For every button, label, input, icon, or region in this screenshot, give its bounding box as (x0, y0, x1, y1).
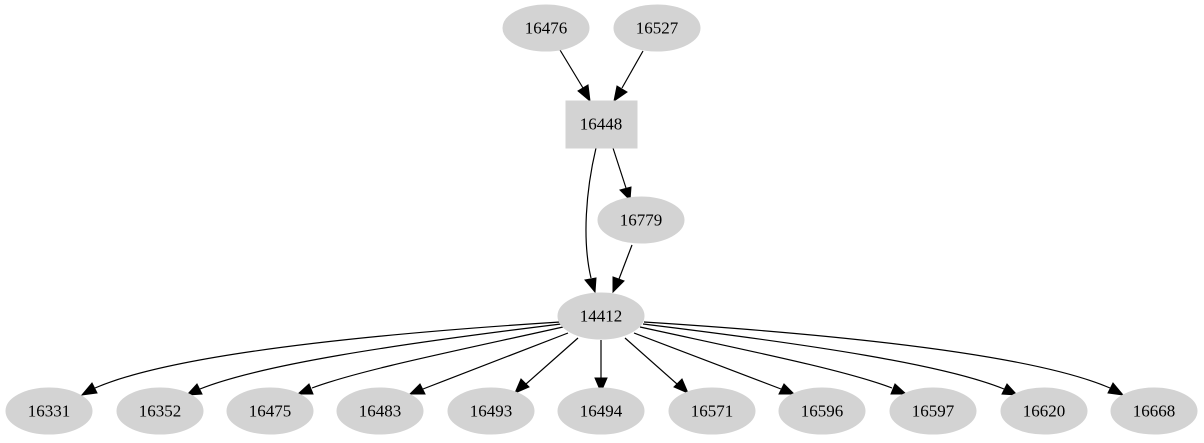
arrowhead-icon (673, 378, 689, 394)
edge-14412-16668 (643, 321, 1125, 396)
edge-line (612, 147, 627, 189)
edge-14412-16494 (594, 340, 608, 394)
edge-16448-14412 (584, 147, 597, 294)
edge-line (633, 332, 782, 390)
node-ellipse (336, 387, 424, 435)
node-label: 16620 (1023, 402, 1066, 421)
edge-line (643, 321, 1111, 389)
node-label: 16527 (636, 19, 679, 38)
arrowhead-icon (619, 186, 632, 202)
node-ellipse (1110, 387, 1198, 435)
node-ellipse (5, 387, 93, 435)
edge-line (621, 50, 644, 89)
node-ellipse (447, 387, 535, 435)
edge-line (642, 323, 1005, 390)
node-16475[interactable]: 16475 (226, 387, 314, 435)
node-label: 16476 (525, 19, 568, 38)
edge-14412-16483 (408, 332, 569, 395)
node-16352[interactable]: 16352 (116, 387, 204, 435)
arrowhead-icon (613, 85, 628, 103)
node-label: 14412 (580, 307, 623, 326)
node-16527[interactable]: 16527 (613, 4, 701, 52)
node-ellipse (116, 387, 204, 435)
arrowhead-icon (890, 383, 908, 395)
edge-14412-16352 (185, 323, 562, 396)
arrowhead-icon (185, 383, 203, 396)
arrowhead-icon (514, 378, 530, 394)
edge-16779-14412 (612, 244, 633, 294)
edge-14412-16571 (624, 337, 689, 394)
node-label: 16596 (801, 402, 844, 421)
node-ellipse (597, 196, 685, 244)
node-16668[interactable]: 16668 (1110, 387, 1198, 435)
node-label: 16493 (470, 402, 513, 421)
edge-16448-16779 (612, 147, 632, 202)
edges (80, 49, 1125, 396)
edge-line (559, 49, 584, 89)
edge-line (618, 244, 633, 280)
node-box (565, 100, 638, 149)
edge-16527-16448 (613, 50, 644, 103)
node-label: 16475 (249, 402, 292, 421)
edge-line (422, 332, 569, 390)
node-16596[interactable]: 16596 (778, 387, 866, 435)
node-16571[interactable]: 16571 (668, 387, 756, 435)
edge-line (311, 326, 564, 389)
edge-line (624, 337, 678, 385)
edge-line (525, 337, 579, 385)
edge-14412-16596 (633, 332, 796, 395)
node-ellipse (778, 387, 866, 435)
edge-line (639, 326, 893, 389)
arrowhead-icon (584, 277, 597, 294)
node-label: 16571 (691, 402, 734, 421)
node-label: 16331 (28, 402, 71, 421)
edge-14412-16597 (639, 326, 908, 395)
edge-14412-16620 (642, 323, 1019, 396)
edge-line (585, 147, 597, 279)
node-ellipse (502, 4, 590, 52)
node-label: 16494 (580, 402, 623, 421)
edge-14412-16331 (80, 321, 561, 396)
node-ellipse (668, 387, 756, 435)
node-16597[interactable]: 16597 (889, 387, 977, 435)
arrowhead-icon (1107, 382, 1125, 396)
node-ellipse (1000, 387, 1088, 435)
node-ellipse (889, 387, 977, 435)
node-16483[interactable]: 16483 (336, 387, 424, 435)
node-14412[interactable]: 14412 (557, 292, 645, 340)
arrowhead-icon (80, 382, 98, 396)
arrowhead-icon (296, 383, 314, 395)
edge-14412-16493 (514, 337, 579, 394)
edge-16476-16448 (559, 49, 591, 103)
arrowhead-icon (577, 84, 591, 103)
node-ellipse (613, 4, 701, 52)
edge-14412-16475 (296, 326, 564, 395)
node-16493[interactable]: 16493 (447, 387, 535, 435)
node-16448[interactable]: 16448 (565, 100, 638, 149)
arrowhead-icon (778, 383, 796, 395)
node-label: 16779 (620, 211, 663, 230)
node-ellipse (557, 292, 645, 340)
edge-line (199, 323, 562, 390)
node-16620[interactable]: 16620 (1000, 387, 1088, 435)
arrowhead-icon (594, 377, 608, 394)
arrowhead-icon (612, 276, 625, 294)
node-label: 16352 (139, 402, 182, 421)
node-label: 16448 (580, 115, 623, 134)
arrowhead-icon (1001, 383, 1019, 396)
node-label: 16483 (359, 402, 402, 421)
node-16779[interactable]: 16779 (597, 196, 685, 244)
node-ellipse (557, 387, 645, 435)
arrowhead-icon (408, 383, 426, 395)
node-16494[interactable]: 16494 (557, 387, 645, 435)
node-label: 16597 (912, 402, 955, 421)
edge-line (94, 321, 561, 389)
nodes: 16476 16527 16448 16779 14412 16331 1635… (5, 4, 1198, 435)
node-ellipse (226, 387, 314, 435)
node-label: 16668 (1133, 402, 1176, 421)
node-16476[interactable]: 16476 (502, 4, 590, 52)
node-16331[interactable]: 16331 (5, 387, 93, 435)
